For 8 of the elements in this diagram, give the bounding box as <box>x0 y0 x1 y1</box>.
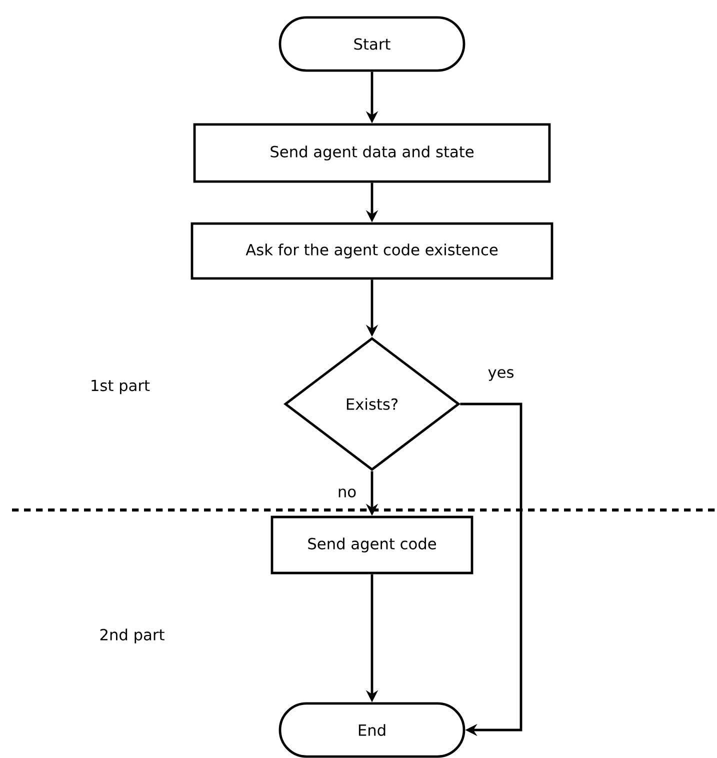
section-label: 2nd part <box>100 628 164 644</box>
process-box: Send agent data and state <box>193 123 551 183</box>
arrow <box>460 402 522 736</box>
edge-label: no <box>336 487 358 499</box>
process-box: Send agent code <box>270 516 474 574</box>
section-label: 1st part <box>92 380 150 394</box>
process-box: Ask for the agent code existence <box>190 222 554 280</box>
edge-label: yes <box>486 368 516 382</box>
